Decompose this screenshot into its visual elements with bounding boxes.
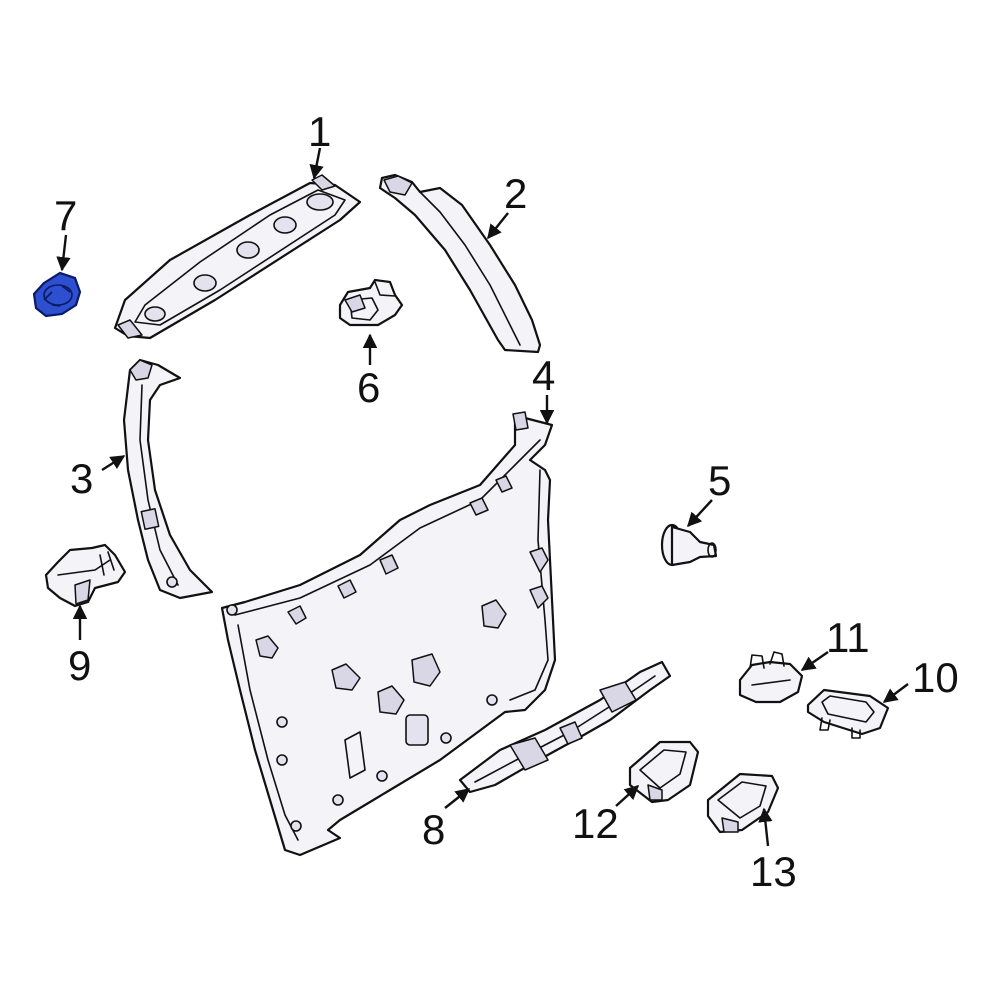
part-2-right-pillar-trim[interactable]: [378, 173, 542, 354]
part-7-clip-highlighted[interactable]: [32, 271, 82, 318]
panel-hole: [193, 274, 217, 292]
panel-hole: [273, 216, 297, 234]
part-10-bezel[interactable]: [806, 688, 890, 739]
callout-8: 8: [422, 806, 445, 853]
part-1-upper-trim-panel[interactable]: [113, 174, 362, 340]
part-8-latch-cover-trim[interactable]: [458, 660, 672, 794]
leader-lines: [56, 147, 909, 847]
callout-1: 1: [308, 108, 331, 155]
panel-hole: [306, 193, 334, 211]
part-4-main-trim-panel[interactable]: [220, 411, 557, 857]
callout-6: 6: [357, 364, 380, 411]
part-9-latch-bracket[interactable]: [44, 543, 127, 608]
callout-4: 4: [532, 352, 555, 399]
panel-hole: [236, 241, 260, 259]
callout-12: 12: [572, 800, 619, 847]
part-3-left-pillar-trim[interactable]: [122, 358, 214, 600]
part-6-bracket[interactable]: [338, 278, 404, 327]
callout-labels: 1 2 3 4 5 6 7 8 9 10 11 12 13: [54, 108, 959, 895]
part-13-switch[interactable]: [706, 772, 780, 834]
callout-3: 3: [70, 455, 93, 502]
callout-2: 2: [504, 170, 527, 217]
callout-5: 5: [708, 457, 731, 504]
part-11-clip[interactable]: [738, 651, 804, 704]
callout-7: 7: [54, 192, 77, 239]
callout-10: 10: [912, 654, 959, 701]
part-5-push-pin[interactable]: [660, 523, 718, 567]
panel-hole: [144, 306, 166, 322]
part-12-switch[interactable]: [628, 740, 700, 804]
callout-9: 9: [68, 642, 91, 689]
callout-13: 13: [750, 848, 797, 895]
callout-11: 11: [826, 614, 870, 661]
